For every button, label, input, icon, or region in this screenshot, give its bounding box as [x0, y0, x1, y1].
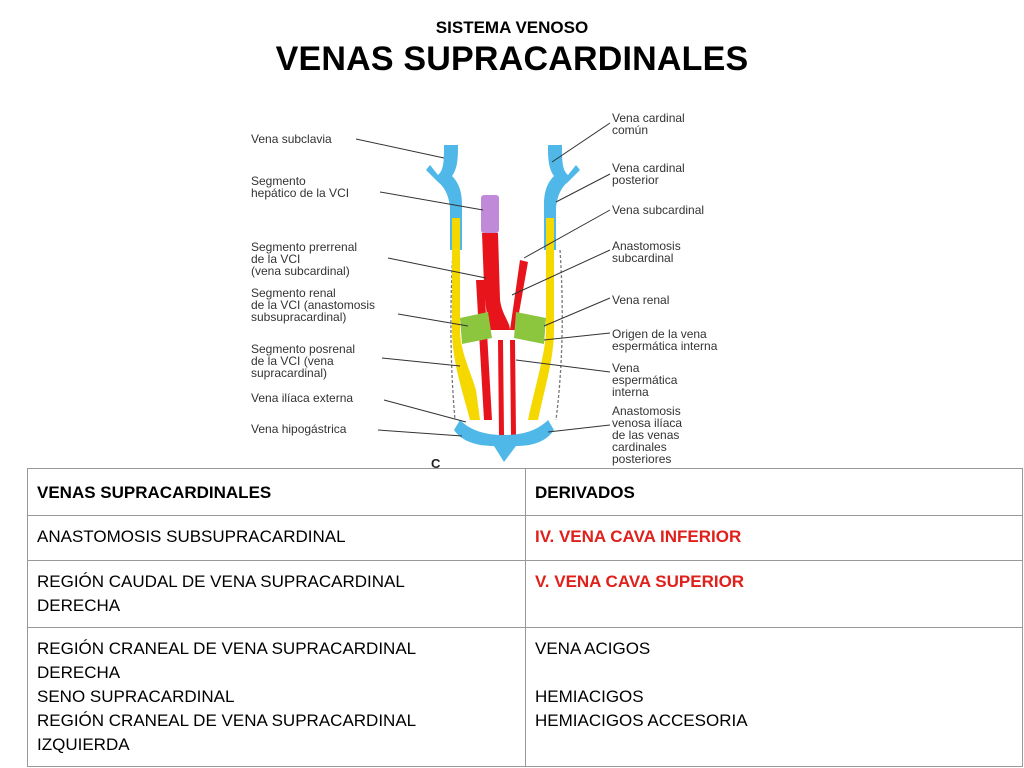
leader-left-posrenal	[381, 357, 461, 367]
label-vena: Vena	[612, 361, 640, 375]
label-vena-cardinal-2: Vena cardinal	[612, 161, 685, 175]
label-vena-cardinal: Vena cardinal	[612, 111, 685, 125]
leader-lines-left	[355, 138, 487, 437]
leader-left-hepatico	[379, 191, 484, 211]
label-de-la-vci-vena: de la VCI (vena	[251, 354, 334, 368]
cell-text: IV. VENA CAVA INFERIOR	[535, 527, 742, 546]
label-vena-subclavia: Vena subclavia	[251, 132, 332, 146]
leader-right-subcardinal	[523, 209, 611, 259]
label-venosa-iliaca: venosa ilíaca	[612, 416, 683, 430]
venous-diagram-svg	[355, 122, 611, 462]
cell-right: V. VENA CAVA SUPERIOR	[525, 560, 1023, 628]
label-de-la-vci-1: de la VCI	[251, 252, 301, 266]
subcardinal-vessel-right	[510, 260, 528, 330]
table-row: REGIÓN CRANEAL DE VENA SUPRACARDINAL DER…	[27, 627, 1023, 767]
leader-lines-right	[511, 122, 611, 433]
leader-left-prerrenal	[387, 257, 487, 279]
derivatives-table: VENAS SUPRACARDINALES DERIVADOS ANASTOMO…	[27, 468, 1024, 767]
cell-text: IZQUIERDA	[37, 735, 130, 754]
spermatic-vessel-left	[498, 340, 504, 435]
label-supracardinal: supracardinal)	[251, 366, 328, 380]
cell-text: DERECHA	[37, 663, 121, 682]
leader-right-iliaca	[547, 424, 611, 433]
cell-text: REGIÓN CAUDAL DE VENA SUPRACARDINAL	[37, 572, 405, 591]
subsupracardinal-anastomosis-right	[514, 312, 546, 344]
spermatic-vessel-right	[510, 340, 516, 435]
label-segmento-renal: Segmento renal	[251, 286, 336, 300]
label-vena-iliaca-externa: Vena ilíaca externa	[251, 391, 354, 405]
right-supracardinal-vessel	[528, 218, 554, 420]
leader-left-subclavia	[355, 138, 445, 159]
line-gap	[535, 661, 1013, 685]
label-anastomosis-2: Anastomosis	[612, 404, 681, 418]
cell-text: DERECHA	[37, 596, 121, 615]
cell-right: VENA ACIGOS HEMIACIGOS HEMIACIGOS ACCESO…	[525, 627, 1023, 767]
table-header-row: VENAS SUPRACARDINALES DERIVADOS	[27, 468, 1023, 516]
table-row: REGIÓN CAUDAL DE VENA SUPRACARDINAL DERE…	[27, 560, 1023, 628]
header-cell-derivados: DERIVADOS	[525, 468, 1023, 516]
label-segmento: Segmento	[251, 174, 306, 188]
label-vena-subcardinal-right: Vena subcardinal	[612, 203, 705, 217]
slide-kicker: SISTEMA VENOSO	[435, 18, 589, 37]
label-subsupracardinal: subsupracardinal)	[251, 310, 347, 324]
hepatic-segment	[481, 195, 499, 233]
leader-right-espermatica	[515, 359, 611, 373]
figure-letter: C	[431, 456, 441, 471]
dashed-outline-right	[555, 249, 563, 421]
label-cardinales: cardinales	[612, 440, 667, 454]
cell-text: V. VENA CAVA SUPERIOR	[535, 572, 745, 591]
leader-left-iliaca	[383, 399, 467, 423]
label-interna: interna	[612, 385, 649, 399]
label-comun: común	[612, 123, 649, 137]
cell-text: HEMIACIGOS	[535, 687, 644, 706]
cell-text: HEMIACIGOS ACCESORIA	[535, 711, 748, 730]
leader-left-renal	[397, 313, 469, 327]
label-vena-subcardinal-left: (vena subcardinal)	[251, 264, 350, 278]
label-espermatica: espermática	[612, 373, 678, 387]
left-supracardinal-vessel	[452, 218, 480, 420]
label-de-las-venas: de las venas	[612, 428, 680, 442]
cell-right: IV. VENA CAVA INFERIOR	[525, 515, 1023, 561]
label-vena-hipogastrica: Vena hipogástrica	[251, 422, 347, 436]
cell-left: REGIÓN CRANEAL DE VENA SUPRACARDINAL DER…	[27, 627, 526, 767]
cell-text: VENA ACIGOS	[535, 639, 651, 658]
label-vena-renal: Vena renal	[612, 293, 670, 307]
label-espermatica-interna: espermática interna	[612, 339, 718, 353]
cell-text: REGIÓN CRANEAL DE VENA SUPRACARDINAL	[37, 639, 417, 658]
iliac-node-a	[479, 435, 489, 445]
leader-left-hipogastrica	[377, 429, 463, 437]
cell-text: REGIÓN CRANEAL DE VENA SUPRACARDINAL	[37, 711, 417, 730]
label-de-la-vci-anastomosis: de la VCI (anastomosis	[251, 298, 376, 312]
label-segmento-prerrenal: Segmento prerrenal	[251, 240, 358, 254]
cell-text: SENO SUPRACARDINAL	[37, 687, 235, 706]
ivc-prerenal-vessel	[482, 233, 510, 330]
label-subcardinal: subcardinal	[612, 251, 674, 265]
label-anastomosis: Anastomosis	[612, 239, 681, 253]
table-row: ANASTOMOSIS SUBSUPRACARDINAL IV. VENA CA…	[27, 515, 1023, 561]
leader-right-comun	[551, 122, 611, 163]
label-hepatico-vci: hepático de la VCI	[251, 186, 350, 200]
leader-right-posterior	[555, 173, 611, 203]
label-segmento-posrenal: Segmento posrenal	[251, 342, 356, 356]
cell-left: REGIÓN CAUDAL DE VENA SUPRACARDINAL DERE…	[27, 560, 526, 628]
subsupracardinal-anastomosis	[460, 312, 492, 344]
label-origen-vena: Origen de la vena	[612, 327, 707, 341]
leader-right-anastomosis	[511, 249, 611, 296]
iliac-anastomosis-vessel	[454, 420, 554, 462]
cell-text: ANASTOMOSIS SUBSUPRACARDINAL	[37, 527, 346, 546]
cell-left: ANASTOMOSIS SUBSUPRACARDINAL	[27, 515, 526, 561]
label-posterior: posterior	[612, 173, 659, 187]
page-title: VENAS SUPRACARDINALES	[275, 40, 749, 78]
leader-right-origen	[543, 332, 611, 341]
iliac-node-b	[521, 435, 531, 445]
header-cell-venas: VENAS SUPRACARDINALES	[27, 468, 526, 516]
venous-diagram: Vena subclavia Segmento hepático de la V…	[248, 90, 756, 475]
label-posteriores: posteriores	[612, 452, 672, 466]
leader-right-renal	[543, 297, 611, 327]
